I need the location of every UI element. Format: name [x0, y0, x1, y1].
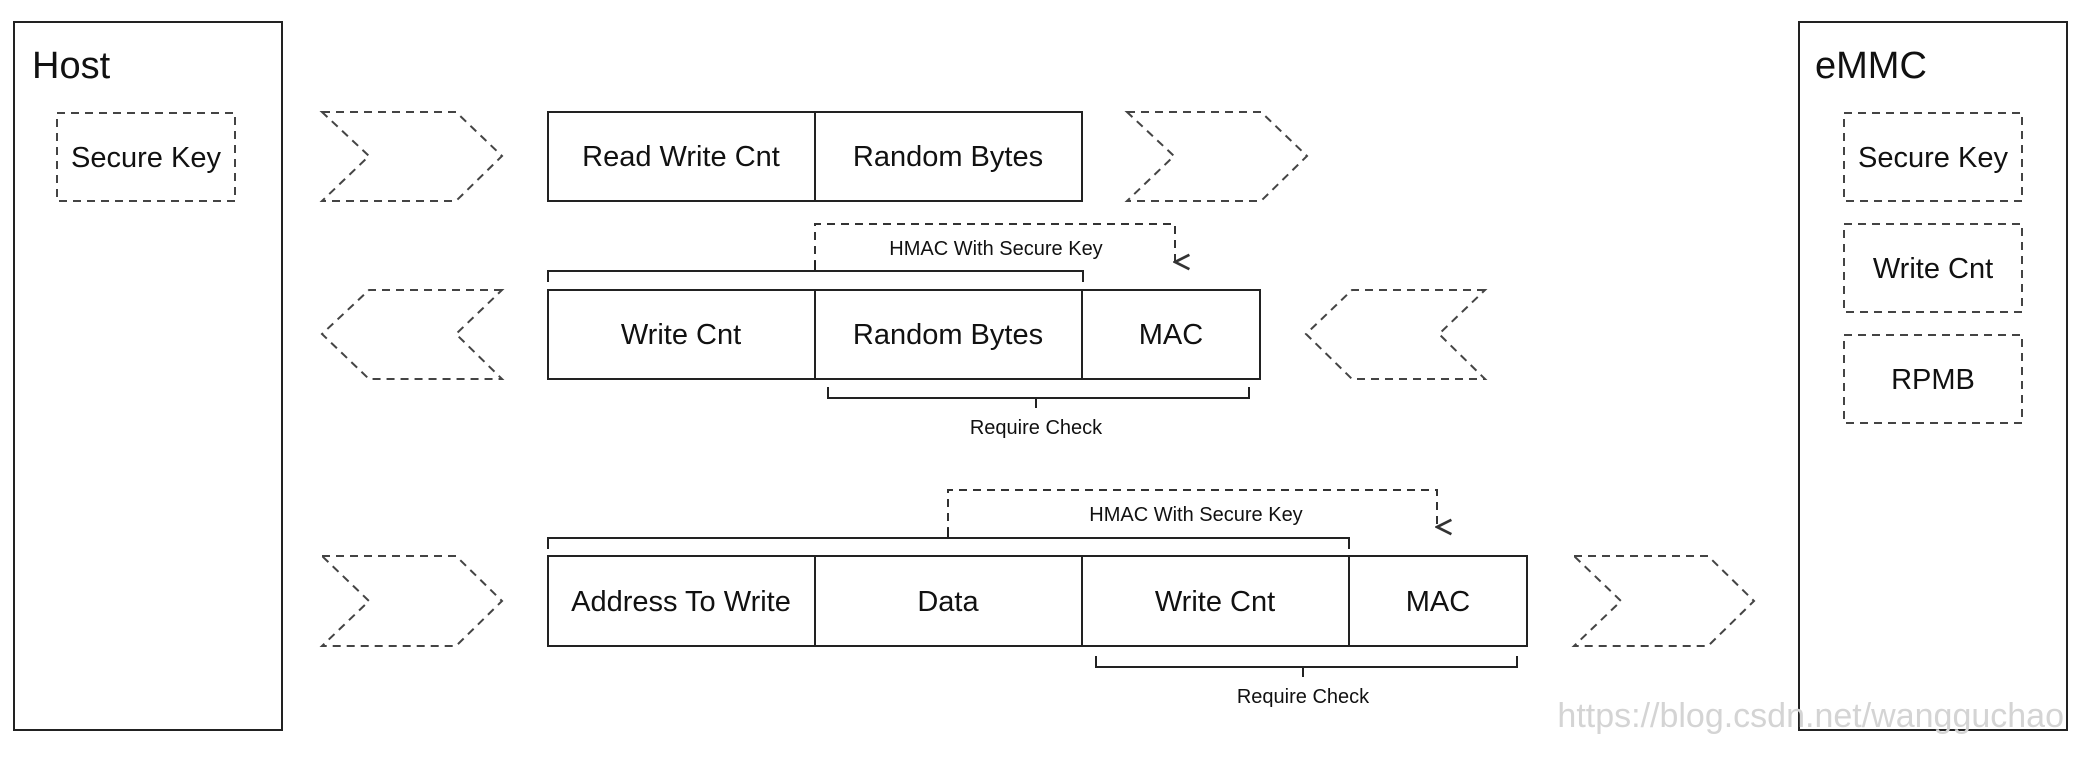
host-title: Host: [32, 45, 111, 87]
emmc-secure-key-box: [1843, 112, 2023, 202]
host-panel: Host Secure Key: [13, 21, 283, 731]
row3-write: HMAC With Secure Key Address To Write Da…: [319, 489, 1756, 708]
row2-hmac-label: HMAC With Secure Key: [889, 238, 1102, 260]
host-secure-key-box: [56, 112, 236, 202]
row2-field2-box: [814, 289, 1083, 380]
row2-hmac-label-bg: [860, 236, 1130, 262]
row3-hmac-label-bg: [1062, 502, 1332, 528]
row3-field3-label: Write Cnt: [1155, 586, 1275, 618]
row2-left-chevron-in: [1304, 289, 1488, 380]
row1-field1-box: [547, 111, 816, 202]
row3-right-chevron-out: [1571, 555, 1756, 647]
row2-check-label: Require Check: [970, 417, 1103, 439]
watermark-text: https://blog.csdn.net/wangguchao: [1557, 697, 2064, 735]
row3-field4-label: MAC: [1406, 586, 1470, 618]
row3-field4-box: [1348, 555, 1528, 647]
row2-hmac-brace: [547, 261, 1084, 282]
emmc-write-counter-label: Write Cnt: [1873, 253, 1993, 285]
row3-right-chevron-in: [319, 555, 504, 647]
row3-field2-label: Data: [917, 586, 979, 618]
row1-right-chevron-in: [319, 111, 504, 202]
row2-field3-label: MAC: [1139, 319, 1203, 351]
emmc-rpmb-box: [1843, 334, 2023, 424]
row3-field1-box: [547, 555, 816, 647]
row2-response: HMAC With Secure Key Write Cnt Random By…: [320, 223, 1488, 439]
row1-request: Read Write Cnt Random Bytes: [319, 111, 1309, 202]
emmc-write-counter-box: [1843, 223, 2023, 313]
row2-field1-box: [547, 289, 816, 380]
row2-field2-label: Random Bytes: [853, 319, 1043, 351]
row3-hmac-arrow: [947, 489, 1437, 535]
row3-field1-label: Address To Write: [571, 586, 791, 618]
emmc-rpmb-label: RPMB: [1891, 364, 1975, 396]
row3-check-label: Require Check: [1237, 686, 1370, 708]
row2-left-chevron-out: [320, 289, 505, 380]
emmc-secure-key-label: Secure Key: [1858, 142, 2008, 174]
row1-field2-box: [814, 111, 1083, 202]
host-secure-key-label: Secure Key: [71, 142, 221, 174]
emmc-title: eMMC: [1815, 45, 1927, 87]
row1-field1-label: Read Write Cnt: [582, 141, 780, 173]
row2-check-brace: [827, 387, 1250, 408]
row2-field1-label: Write Cnt: [621, 319, 741, 351]
row3-check-brace: [1095, 656, 1518, 677]
row3-hmac-brace: [547, 528, 1350, 549]
row1-field2-label: Random Bytes: [853, 141, 1043, 173]
emmc-panel: eMMC Secure Key Write Cnt RPMB: [1798, 21, 2068, 731]
row3-field3-box: [1081, 555, 1350, 647]
row2-hmac-arrow: [814, 223, 1175, 268]
row2-field3-box: [1081, 289, 1261, 380]
row1-right-chevron-out: [1124, 111, 1309, 202]
row3-hmac-label: HMAC With Secure Key: [1089, 504, 1302, 526]
